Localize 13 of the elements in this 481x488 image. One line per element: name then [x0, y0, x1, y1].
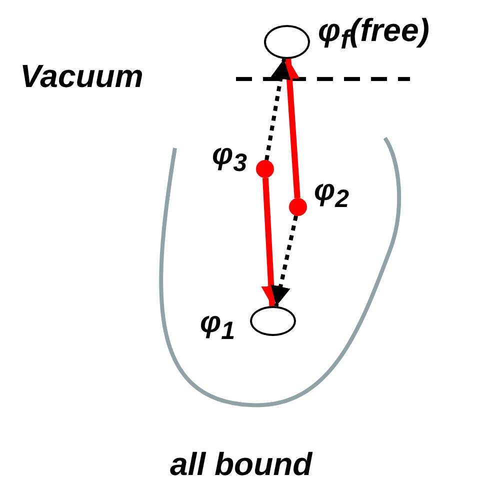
state-ellipse [250, 306, 296, 336]
arrow [270, 215, 298, 307]
arrow [264, 58, 291, 160]
state-label: φ$_{2}$ [314, 176, 350, 212]
arrow [261, 178, 282, 306]
state-label: φ$_{3}$ [212, 140, 248, 176]
state-dot [256, 160, 274, 178]
region-label: all bound [170, 448, 312, 480]
state-label: φ$_{f}$(free) [318, 14, 430, 54]
state-ellipse [264, 25, 310, 59]
state-label: φ$_{1}$ [200, 308, 236, 344]
region-label: Vacuum [20, 60, 144, 92]
state-dot [289, 198, 307, 216]
